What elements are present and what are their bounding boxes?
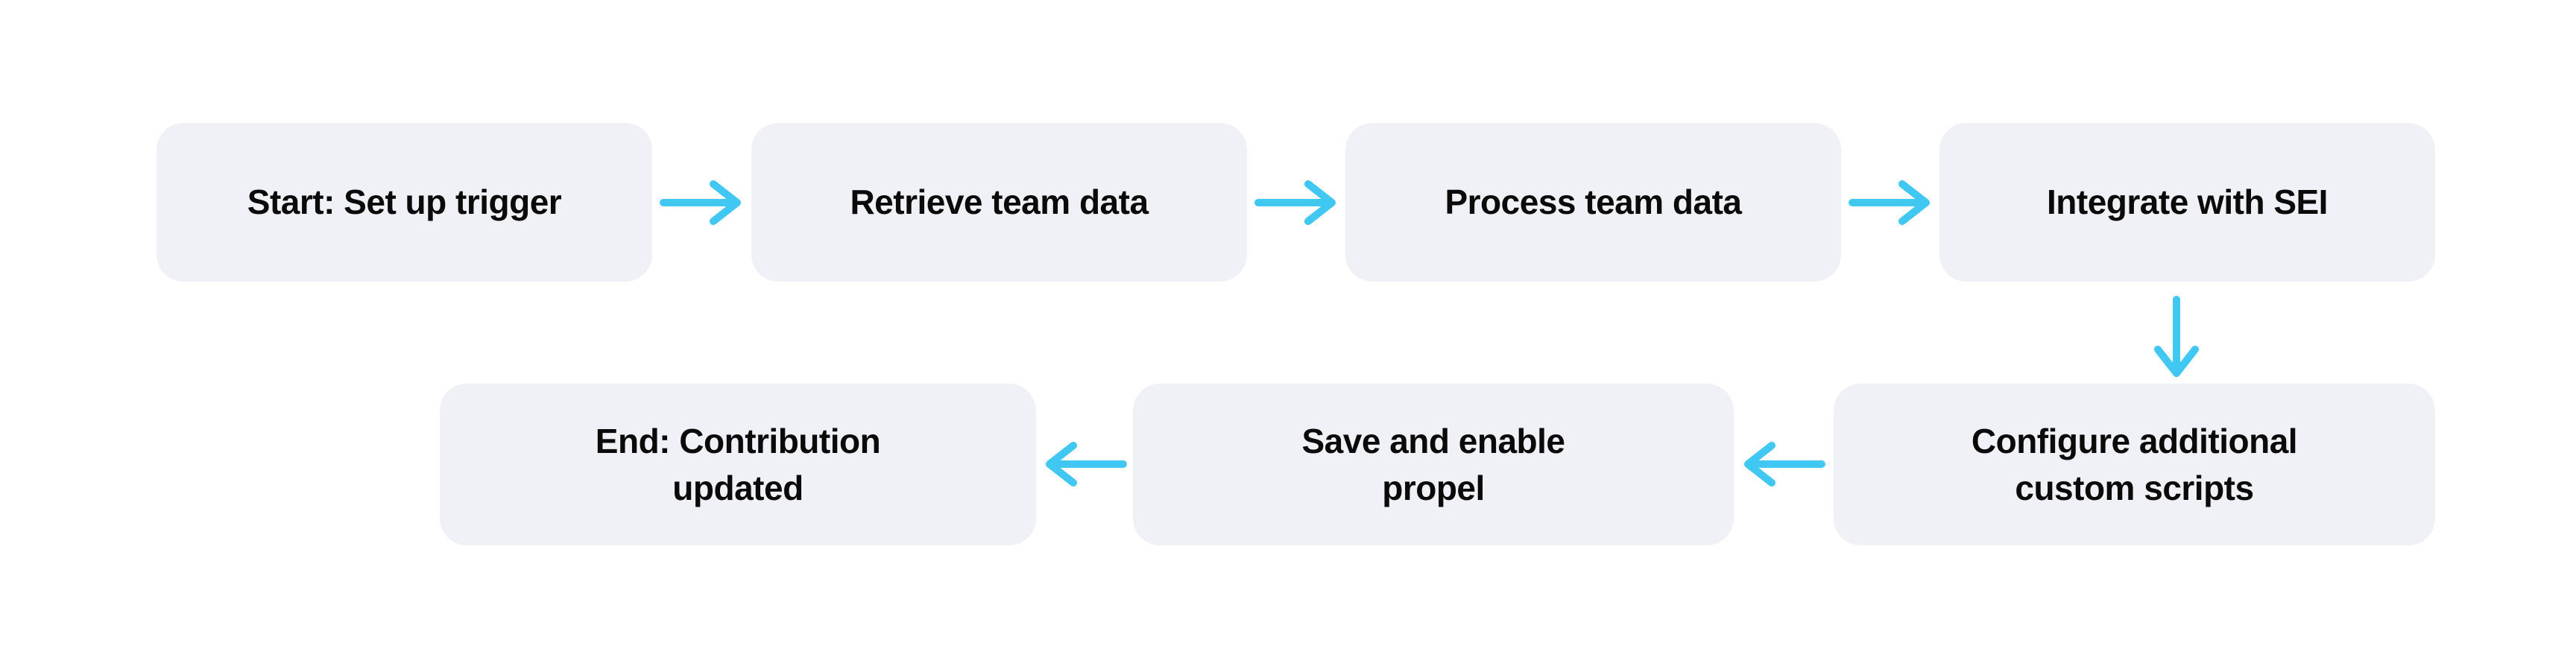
flow-node-configure: Configure additional custom scripts [1834,384,2435,545]
flow-node-save: Save and enable propel [1133,384,1734,545]
arrow-right-icon [1254,179,1339,226]
flow-node-process: Process team data [1345,123,1841,282]
arrow-left-icon [1043,440,1128,488]
arrow-right-icon [1848,179,1933,226]
arrow-right-icon [659,179,744,226]
flow-node-start: Start: Set up trigger [157,123,652,282]
flow-node-end: End: Contribution updated [440,384,1036,545]
flow-node-integrate-label: Integrate with SEI [2047,183,2328,222]
flow-node-process-label: Process team data [1445,183,1742,222]
flow-node-end-label: End: Contribution updated [595,422,881,507]
flow-node-retrieve-label: Retrieve team data [850,183,1149,222]
flow-node-save-label: Save and enable propel [1301,422,1566,507]
flow-node-integrate: Integrate with SEI [1939,123,2435,282]
flow-node-configure-label: Configure additional custom scripts [1971,422,2298,507]
arrow-down-icon [2153,295,2200,380]
flow-node-start-label: Start: Set up trigger [247,183,562,222]
arrow-left-icon [1741,440,1826,488]
flow-node-retrieve: Retrieve team data [751,123,1247,282]
